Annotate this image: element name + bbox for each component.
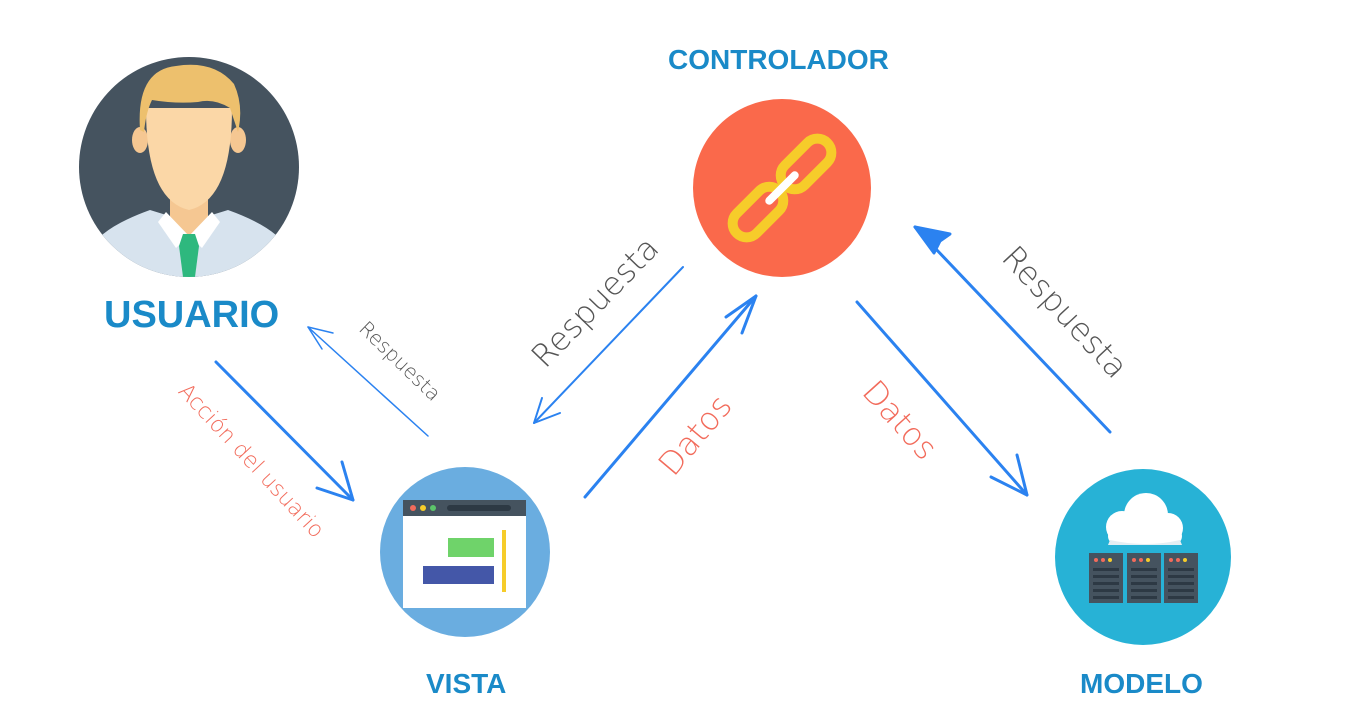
arrow-modelo-to-controlador — [913, 225, 1112, 434]
chain-link-icon — [693, 99, 871, 277]
arrow-controlador-to-modelo — [855, 300, 1029, 497]
arrow-usuario-to-vista — [214, 360, 355, 502]
arrow-controlador-to-vista — [533, 266, 684, 424]
browser-window-icon — [380, 467, 550, 637]
arrow-vista-to-controlador — [583, 294, 758, 499]
node-label-controlador: CONTROLADOR — [668, 44, 889, 75]
arrow-vista-to-usuario — [307, 326, 429, 437]
node-label-usuario: USUARIO — [104, 294, 280, 336]
node-label-modelo: MODELO — [1080, 668, 1203, 699]
node-label-vista: VISTA — [426, 668, 507, 699]
user-avatar-icon — [79, 57, 299, 277]
cloud-server-icon — [1055, 469, 1231, 645]
